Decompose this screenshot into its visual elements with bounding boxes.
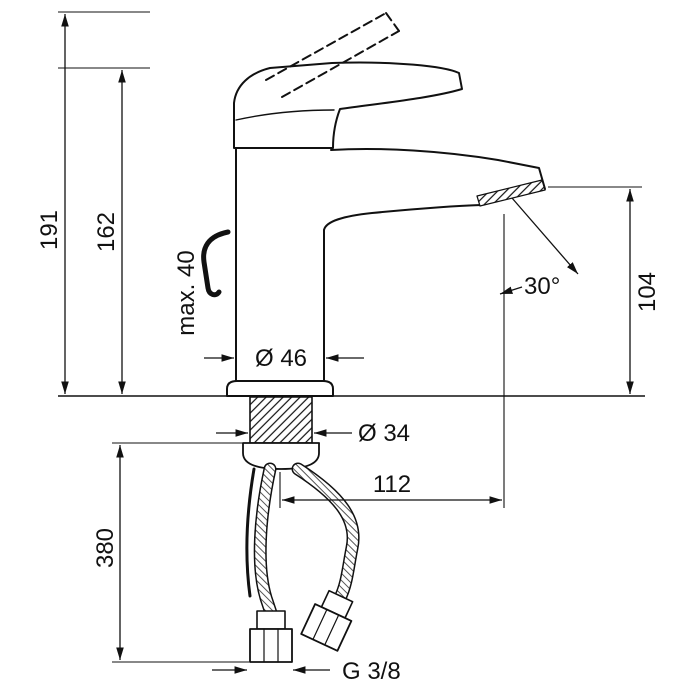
aerator <box>476 179 546 207</box>
total-height-label: 191 <box>36 210 63 250</box>
popup-rod-lower <box>245 467 256 598</box>
hose-left-fitting <box>256 610 286 630</box>
outlet-height-label: 104 <box>634 272 661 312</box>
faucet-body <box>235 147 325 382</box>
mounting-nut <box>242 442 320 470</box>
riser-length-label: 380 <box>92 528 119 568</box>
spray-angle-pointer <box>499 286 523 295</box>
spray-angle-line <box>511 197 579 275</box>
dimension-lines <box>61 14 634 674</box>
base-flange <box>226 380 334 397</box>
faucet-outline <box>201 12 546 663</box>
handle-height-label: 162 <box>93 212 120 252</box>
max-thickness-label: max. 40 <box>173 250 200 335</box>
shank-diameter-label: Ø 34 <box>358 420 410 447</box>
hose-right <box>291 462 360 652</box>
hose-left <box>249 462 293 663</box>
handle-lever <box>233 61 463 149</box>
handle-seam <box>235 109 335 121</box>
extension-lines <box>58 11 645 663</box>
drain-pull-rod <box>201 229 231 298</box>
body-diameter-label: Ø 46 <box>255 345 307 372</box>
hose-left-nut <box>249 628 293 663</box>
thread-size-label: G 3/8 <box>342 658 401 685</box>
spray-angle-label: 30° <box>524 273 560 300</box>
spout-reach-label: 112 <box>373 471 411 498</box>
lever-raised-dashed <box>265 12 400 98</box>
threaded-shank <box>249 396 313 444</box>
spout <box>323 148 546 231</box>
